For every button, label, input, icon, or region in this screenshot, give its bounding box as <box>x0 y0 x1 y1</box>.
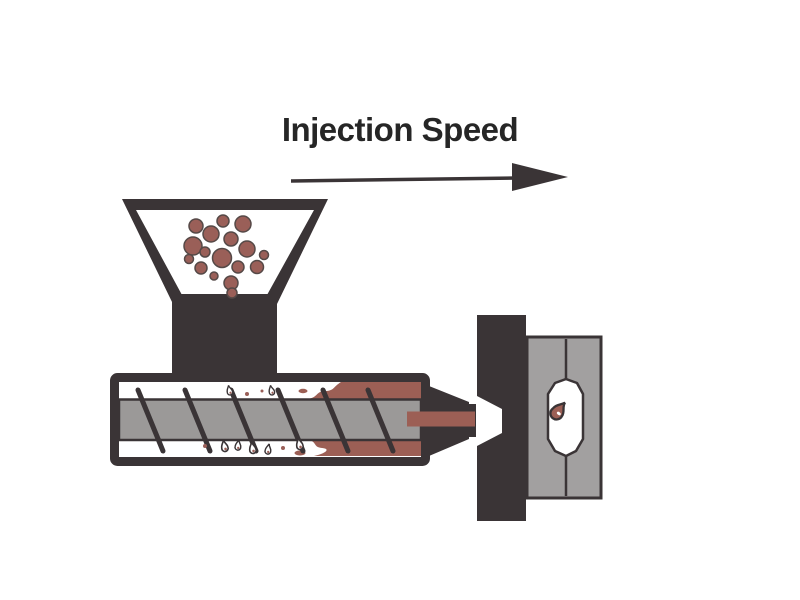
pellet <box>199 246 211 258</box>
screw-flight <box>228 387 259 454</box>
pellet <box>188 218 204 234</box>
pellet <box>231 260 245 274</box>
screw-flight <box>365 387 396 454</box>
pellet <box>194 261 208 275</box>
pellet <box>258 249 270 261</box>
pellet <box>202 225 220 243</box>
screw-flight <box>135 387 166 454</box>
hopper-funnel <box>122 199 328 304</box>
melt-droplets <box>203 384 305 456</box>
pellet <box>183 253 195 265</box>
nozzle <box>407 386 476 456</box>
pellet <box>249 259 265 275</box>
droplet-dot <box>203 444 207 448</box>
pellet <box>209 271 219 281</box>
barrel <box>110 373 430 466</box>
pellet <box>183 236 203 256</box>
pellet <box>238 240 256 258</box>
injection-speed-arrow <box>290 163 568 191</box>
arrow-head-icon <box>512 163 568 191</box>
screw-flight <box>320 387 351 454</box>
hopper <box>122 199 328 378</box>
droplet-dot <box>245 392 249 396</box>
melt-finger <box>298 388 308 394</box>
pellet <box>211 247 233 269</box>
droplet-dot <box>281 446 285 450</box>
pellet <box>234 215 252 233</box>
pellet <box>226 287 238 299</box>
screw-flight <box>182 387 213 454</box>
droplet-dot <box>260 389 264 393</box>
mold-cavity <box>546 377 585 458</box>
hopper-pellets <box>183 214 270 299</box>
stationary-platen <box>477 315 526 521</box>
nozzle-melt-channel <box>407 411 475 427</box>
mold-assembly <box>477 315 603 521</box>
hopper-neck <box>172 294 277 378</box>
arrow-shaft <box>290 176 518 183</box>
diagram-title: Injection Speed <box>282 111 518 148</box>
pellet <box>223 231 239 247</box>
pellet <box>216 214 230 228</box>
